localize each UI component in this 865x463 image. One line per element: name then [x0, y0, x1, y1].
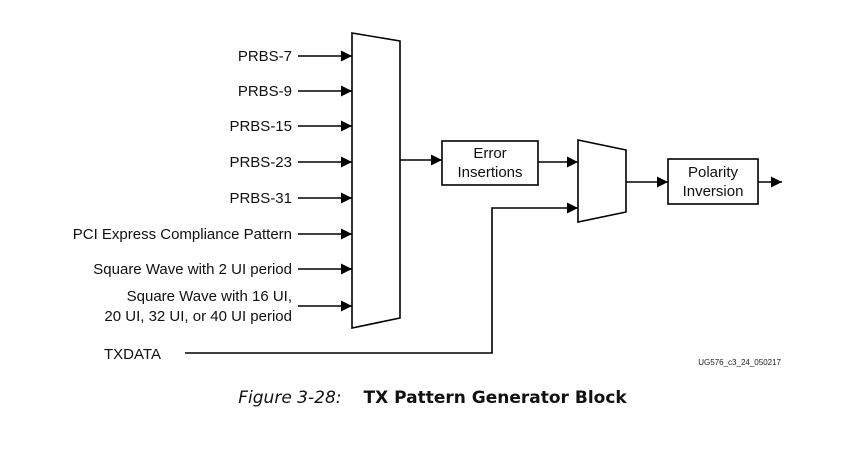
input-label: PRBS-7	[238, 48, 292, 65]
txdata-label: TXDATA	[104, 346, 161, 363]
input-label: Square Wave with 2 UI period	[93, 261, 292, 278]
error-insertion-block: Error Insertions	[441, 140, 539, 186]
error-block-line-1: Error	[473, 145, 506, 162]
input-label: PRBS-23	[229, 154, 292, 171]
figure-id: UG576_c3_24_050217	[698, 358, 781, 367]
input-label: PRBS-31	[229, 190, 292, 207]
input-label: 20 UI, 32 UI, or 40 UI period	[104, 308, 292, 325]
polarity-block-line-2: Inversion	[683, 183, 744, 200]
figure-title: TX Pattern Generator Block	[363, 388, 627, 408]
error-block-line-2: Insertions	[457, 164, 522, 181]
polarity-block-line-1: Polarity	[688, 164, 739, 181]
txdata-line	[185, 202, 578, 354]
input-label: PRBS-9	[238, 83, 292, 100]
figure-caption: Figure 3-28: TX Pattern Generator Block	[0, 388, 865, 408]
output-mux	[577, 139, 627, 223]
input-label: PRBS-15	[229, 118, 292, 135]
figure-number: Figure 3-28:	[238, 388, 342, 408]
input-label: PCI Express Compliance Pattern	[73, 226, 292, 243]
polarity-inversion-block: Polarity Inversion	[667, 158, 759, 205]
pattern-mux	[351, 32, 401, 329]
input-label: Square Wave with 16 UI,	[127, 288, 292, 305]
